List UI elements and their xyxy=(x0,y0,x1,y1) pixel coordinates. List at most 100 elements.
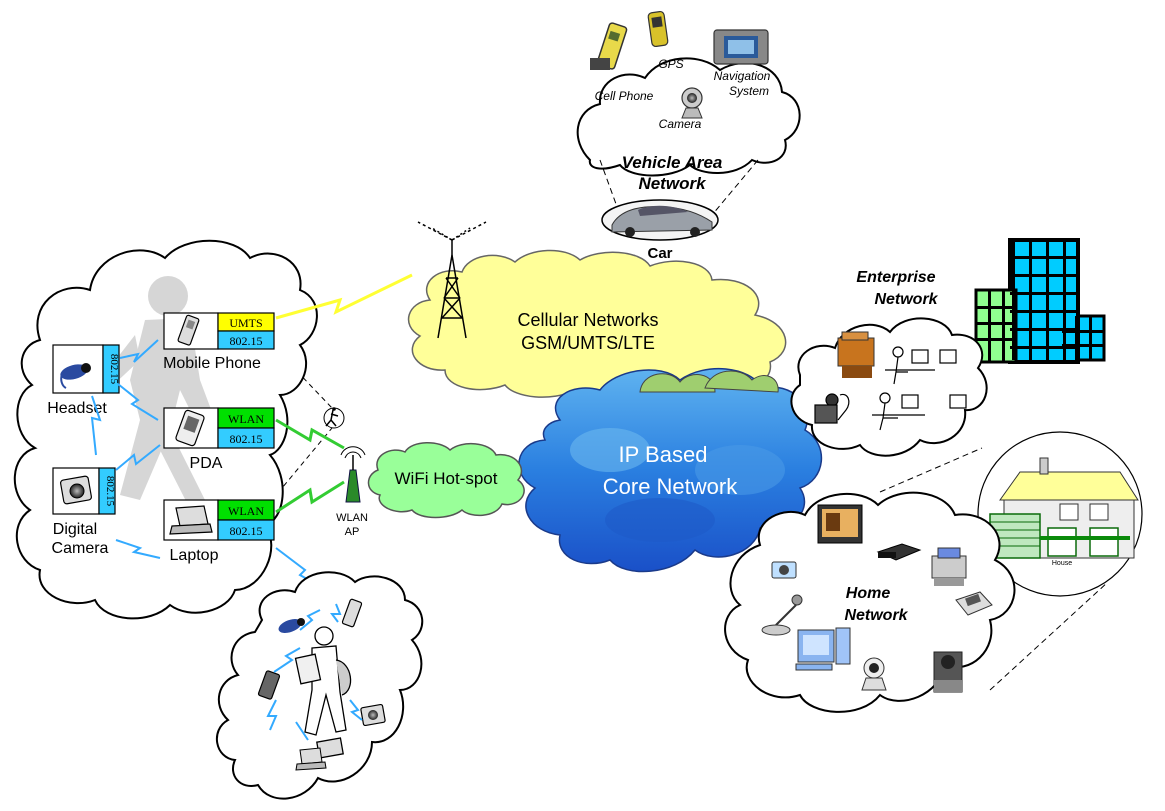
dash-pan-to-person-top xyxy=(271,344,333,409)
cellular-label-line1: Cellular Networks xyxy=(517,310,658,330)
pda-wlan-badge-text: WLAN xyxy=(228,412,264,426)
home-label-line2: Network xyxy=(844,607,908,624)
laptop-wlan-badge-text: WLAN xyxy=(228,504,264,518)
laptop-icon xyxy=(169,505,213,535)
roaming-headset-icon xyxy=(278,618,305,633)
car-icon xyxy=(611,205,713,237)
vehicle-area-network: Cell Phone GPS Navigation System Camera … xyxy=(576,10,801,262)
home-microphone-icon xyxy=(761,594,803,636)
navigation-label-line2: System xyxy=(729,84,769,98)
home-camcorder-icon xyxy=(933,651,963,693)
cell-phone-label: Cell Phone xyxy=(595,89,654,103)
wlan-ap-label-line2: AP xyxy=(345,526,360,538)
enterprise-label-line2: Network xyxy=(874,291,938,308)
vehicle-title-line1: Vehicle Area xyxy=(622,153,723,172)
camera-badge-text: 802.15 xyxy=(104,476,116,507)
home-label-line1: Home xyxy=(846,585,891,602)
headset-label: Headset xyxy=(47,400,107,417)
pda-device: WLAN 802.15 xyxy=(163,407,275,449)
vehicle-cone-right xyxy=(711,159,759,216)
laptop-bt-badge-text: 802.15 xyxy=(230,524,263,538)
mobile-bt-badge-text: 802.15 xyxy=(230,334,263,348)
home-camera-icon xyxy=(771,561,797,579)
home-computer-icon xyxy=(795,627,851,671)
pda-bt-badge xyxy=(217,427,275,449)
core-label-line1: IP Based xyxy=(619,442,708,467)
cellular-network: Cellular Networks GSM/UMTS/LTE xyxy=(407,249,787,401)
laptop-device: WLAN 802.15 xyxy=(163,499,275,541)
overlap-green-bump-2 xyxy=(704,370,779,393)
mobile-phone-icon xyxy=(177,314,200,346)
car-label: Car xyxy=(647,245,672,262)
roaming-bt-links xyxy=(266,603,363,741)
digital-camera-label-line1: Digital xyxy=(53,521,97,538)
traveler-icon xyxy=(294,626,352,759)
mobile-phone-device: UMTS 802.15 xyxy=(163,312,275,350)
pda-wlan-link-bolt xyxy=(275,418,345,450)
home-tv-icon xyxy=(817,504,863,544)
dash-pan-to-person-bottom xyxy=(271,427,333,501)
headset-box xyxy=(52,344,104,394)
office-building-icon xyxy=(974,238,1106,364)
home-webcam-icon xyxy=(861,657,887,691)
home-fax-icon xyxy=(955,591,993,616)
bt-link-camera-laptop xyxy=(115,539,161,559)
wifi-cloud xyxy=(367,442,525,519)
office-workers-icon xyxy=(814,346,967,431)
roaming-phone-icon xyxy=(341,598,363,628)
roaming-laptop-icon xyxy=(295,747,327,771)
digital-camera-icon xyxy=(60,475,92,505)
roaming-camera-icon xyxy=(360,703,386,727)
vehicle-cell-phone-icon xyxy=(590,22,628,70)
mobile-phone-label: Mobile Phone xyxy=(163,355,261,372)
bt-link-headset-pda xyxy=(117,383,159,421)
mobile-bt-badge xyxy=(217,330,275,350)
core-network: IP Based Core Network xyxy=(518,367,822,573)
enterprise-label-line1: Enterprise xyxy=(856,269,935,286)
headset-device: 802.15 xyxy=(52,344,120,394)
digital-camera-label-line2: Camera xyxy=(52,540,109,557)
headset-icon xyxy=(60,363,91,389)
laptop-label: Laptop xyxy=(170,547,219,564)
zoom-line-bottom xyxy=(989,581,1109,691)
navigation-system-icon xyxy=(713,29,769,65)
cellular-label-line2: GSM/UMTS/LTE xyxy=(521,333,655,353)
gps-label: GPS xyxy=(658,57,683,71)
roaming-pda-icon xyxy=(257,670,281,700)
cellular-cloud xyxy=(407,249,787,401)
home-printer-icon xyxy=(931,547,967,586)
pda-icon xyxy=(175,409,205,447)
headset-bt-badge xyxy=(102,344,120,394)
zoom-line-top xyxy=(879,447,983,493)
laptop-bt-badge xyxy=(217,519,275,541)
house-label: House xyxy=(1052,560,1072,567)
enterprise-printer-icon xyxy=(837,331,875,378)
wlan-ap-label-line1: WLAN xyxy=(336,512,368,524)
vehicle-camera-label: Camera xyxy=(659,117,702,131)
pda-bt-badge-text: 802.15 xyxy=(230,432,263,446)
home-network: House xyxy=(724,431,1143,713)
bt-link-headset-phone xyxy=(119,339,159,363)
bt-link-headset-camera xyxy=(90,395,102,456)
laptop-wlan-link-bolt xyxy=(275,480,345,514)
wireless-links xyxy=(90,273,413,596)
umts-link-bolt xyxy=(275,273,413,320)
camera-bt-badge xyxy=(98,467,116,515)
enterprise-cloud xyxy=(790,317,988,457)
roaming-pan xyxy=(215,571,424,800)
vehicle-title-line2: Network xyxy=(638,174,707,193)
wlan-ap-icon xyxy=(340,446,366,503)
headset-badge-text: 802.15 xyxy=(108,354,120,385)
umts-badge-text: UMTS xyxy=(229,316,262,330)
enterprise-network: Enterprise Network xyxy=(790,238,1106,457)
navigation-label-line1: Navigation xyxy=(714,69,771,83)
bt-link-camera-pda xyxy=(115,444,161,471)
gps-icon xyxy=(647,10,669,48)
pda-label: PDA xyxy=(190,455,223,472)
walking-person-icon xyxy=(323,407,345,429)
core-label-line2: Core Network xyxy=(603,474,738,499)
vehicle-camera-icon xyxy=(681,87,703,119)
home-dvd-icon xyxy=(876,543,922,561)
cell-tower-icon xyxy=(417,221,487,339)
